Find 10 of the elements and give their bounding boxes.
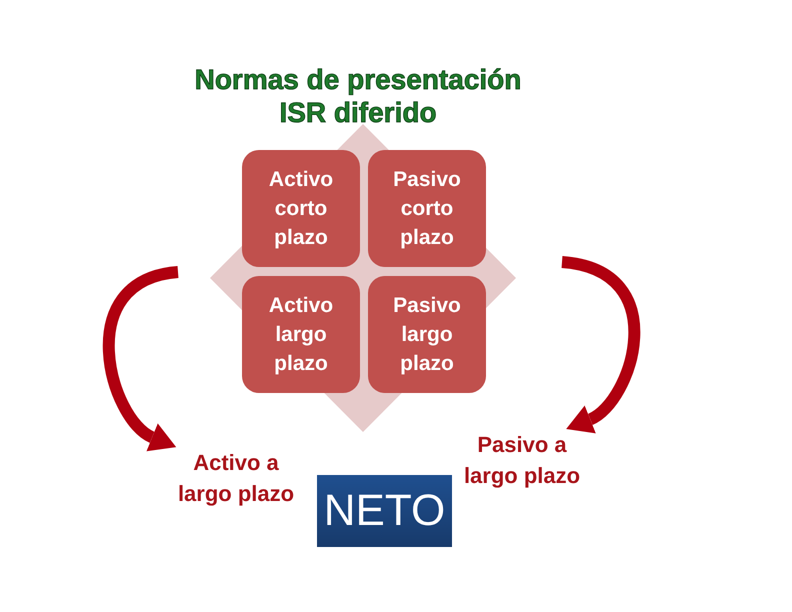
- curved-arrow: [560, 256, 640, 434]
- quadrant-box: Activo corto plazo: [242, 150, 360, 267]
- result-box: NETO: [317, 475, 452, 547]
- term-label: Pasivo a largo plazo: [457, 429, 587, 491]
- quadrant-box: Pasivo largo plazo: [368, 276, 486, 393]
- quadrant-box: Pasivo corto plazo: [368, 150, 486, 267]
- term-label: Activo a largo plazo: [171, 447, 301, 509]
- title: Normas de presentación ISR diferido: [194, 63, 522, 129]
- curved-arrow: [102, 266, 180, 452]
- quadrant-box: Activo largo plazo: [242, 276, 360, 393]
